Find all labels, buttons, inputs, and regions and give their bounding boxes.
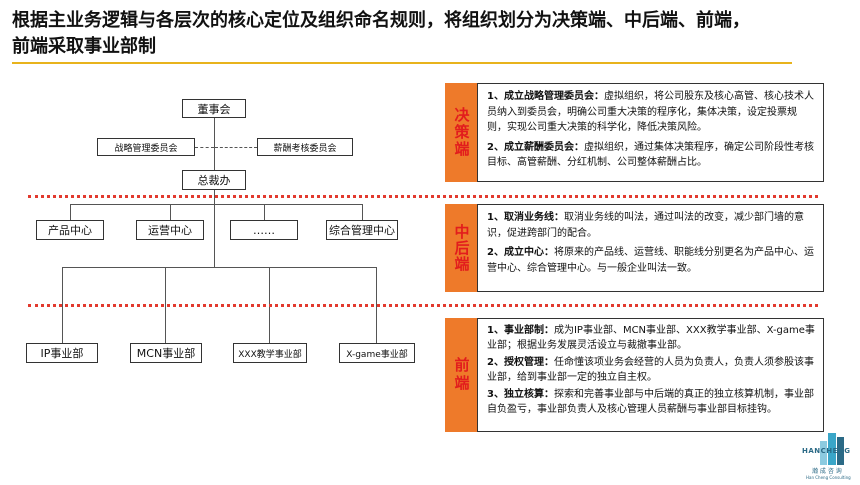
tag-decision: 决策端 xyxy=(445,83,477,182)
decision-item-2-head: 2、成立薪酬委员会： xyxy=(487,141,584,153)
org-division-edu: XXX教学事业部 xyxy=(233,343,307,363)
org-division-xgame: X-game事业部 xyxy=(339,343,415,363)
connector-divisions-trunk xyxy=(214,205,215,267)
logo-english-name: Han Cheng Consulting xyxy=(806,475,851,480)
company-logo-icon xyxy=(820,433,844,465)
middle-item-1-body: 取消业务线的叫法，通过叫法的改变，减少部门墙的意识，促进跨部门的配合。 xyxy=(487,212,804,239)
separator-middle-front xyxy=(28,304,818,307)
page-title-line2: 前端采取事业部制 xyxy=(12,36,156,57)
panel-front: 1、事业部制：成为IP事业部、MCN事业部、XXX教学事业部、X-game事业部… xyxy=(477,318,824,432)
front-item-1-head: 1、事业部制： xyxy=(487,325,554,336)
title-underline xyxy=(12,62,792,64)
middle-item-2: 2、成立中心：将原来的产品线、运营线、职能线分别更名为产品中心、运营中心、综合管… xyxy=(487,245,815,276)
front-item-3-head: 3、独立核算： xyxy=(487,389,554,400)
page-title-line1: 根据主业务逻辑与各层次的核心定位及组织命名规则，将组织划分为决策端、中后端、前端… xyxy=(12,10,750,31)
tag-decision-text: 决策端 xyxy=(452,107,471,158)
page-title: 根据主业务逻辑与各层次的核心定位及组织命名规则，将组织划分为决策端、中后端、前端… xyxy=(12,8,832,60)
panel-middle: 1、取消业务线：取消业务线的叫法，通过叫法的改变，减少部门墙的意识，促进跨部门的… xyxy=(477,204,824,292)
org-center-product: 产品中心 xyxy=(36,220,104,240)
connector-center-3 xyxy=(264,204,265,220)
middle-item-1: 1、取消业务线：取消业务线的叫法，通过叫法的改变，减少部门墙的意识，促进跨部门的… xyxy=(487,210,815,241)
front-item-2-body: 任命懂该项业务会经营的人员为负责人，负责人须参股该事业部，给到事业部一定的独立自… xyxy=(487,357,814,383)
middle-item-2-body: 将原来的产品线、运营线、职能线分别更名为产品中心、运营中心、综合管理中心。与一般… xyxy=(487,247,814,274)
decision-item-1-head: 1、成立战略管理委员会： xyxy=(487,91,604,102)
decision-item-1: 1、成立战略管理委员会：虚拟组织，将公司股东及核心高管、核心技术人员纳入到委员会… xyxy=(487,89,815,136)
middle-item-1-head: 1、取消业务线： xyxy=(487,212,564,223)
connector-center-2 xyxy=(170,204,171,220)
front-item-2: 2、授权管理：任命懂该项业务会经营的人员为负责人，负责人须参股该事业部，给到事业… xyxy=(487,356,815,385)
connector-center-1 xyxy=(70,204,71,220)
panel-decision: 1、成立战略管理委员会：虚拟组织，将公司股东及核心高管、核心技术人员纳入到委员会… xyxy=(477,83,824,182)
connector-board-trunk xyxy=(214,118,215,170)
decision-item-1-body: 虚拟组织，将公司股东及核心高管、核心技术人员纳入到委员会，明确公司重大决策的程序… xyxy=(487,91,814,133)
decision-item-2-body: 虚拟组织，通过集体决策程序，确定公司阶段性考核目标、高管薪酬、分红机制、公司整体… xyxy=(487,141,814,169)
connector-committee-left xyxy=(195,147,214,148)
connector-committee-right xyxy=(215,147,257,148)
org-committee-comp: 薪酬考核委员会 xyxy=(257,138,353,156)
connector-divisions-bar xyxy=(62,267,377,268)
org-board: 董事会 xyxy=(182,99,246,118)
org-division-mcn: MCN事业部 xyxy=(130,343,202,363)
connector-center-4 xyxy=(362,204,363,220)
org-division-ip: IP事业部 xyxy=(26,343,98,363)
front-item-3-body: 探索和完善事业部与中后端的真正的独立核算机制，事业部自负盈亏，事业部负责人及核心… xyxy=(487,389,814,415)
logo-wordmark: HANCHENG xyxy=(802,447,851,455)
org-center-admin: 综合管理中心 xyxy=(326,220,398,240)
logo-chinese-name: 瀚 成 咨 询 xyxy=(812,468,842,475)
decision-item-2: 2、成立薪酬委员会：虚拟组织，通过集体决策程序，确定公司阶段性考核目标、高管薪酬… xyxy=(487,140,815,171)
front-item-2-head: 2、授权管理： xyxy=(487,357,554,368)
org-committee-strategy: 战略管理委员会 xyxy=(97,138,195,156)
org-center-operations: 运营中心 xyxy=(136,220,204,240)
middle-item-2-head: 2、成立中心： xyxy=(487,247,554,258)
org-gm-office: 总裁办 xyxy=(182,170,246,190)
front-item-3: 3、独立核算：探索和完善事业部与中后端的真正的独立核算机制，事业部自负盈亏，事业… xyxy=(487,388,815,417)
separator-decision-middle xyxy=(28,195,818,198)
front-item-1-body: 成为IP事业部、MCN事业部、XXX教学事业部、X-game事业部；根据业务发展… xyxy=(487,325,815,351)
tag-middle-text: 中后端 xyxy=(452,224,471,272)
front-item-1: 1、事业部制：成为IP事业部、MCN事业部、XXX教学事业部、X-game事业部… xyxy=(487,324,815,353)
org-center-more: …… xyxy=(230,220,298,240)
connector-centers-bar xyxy=(70,204,362,205)
tag-front-text: 前端 xyxy=(452,357,471,393)
tag-middle: 中后端 xyxy=(445,204,477,292)
tag-front: 前端 xyxy=(445,318,477,432)
